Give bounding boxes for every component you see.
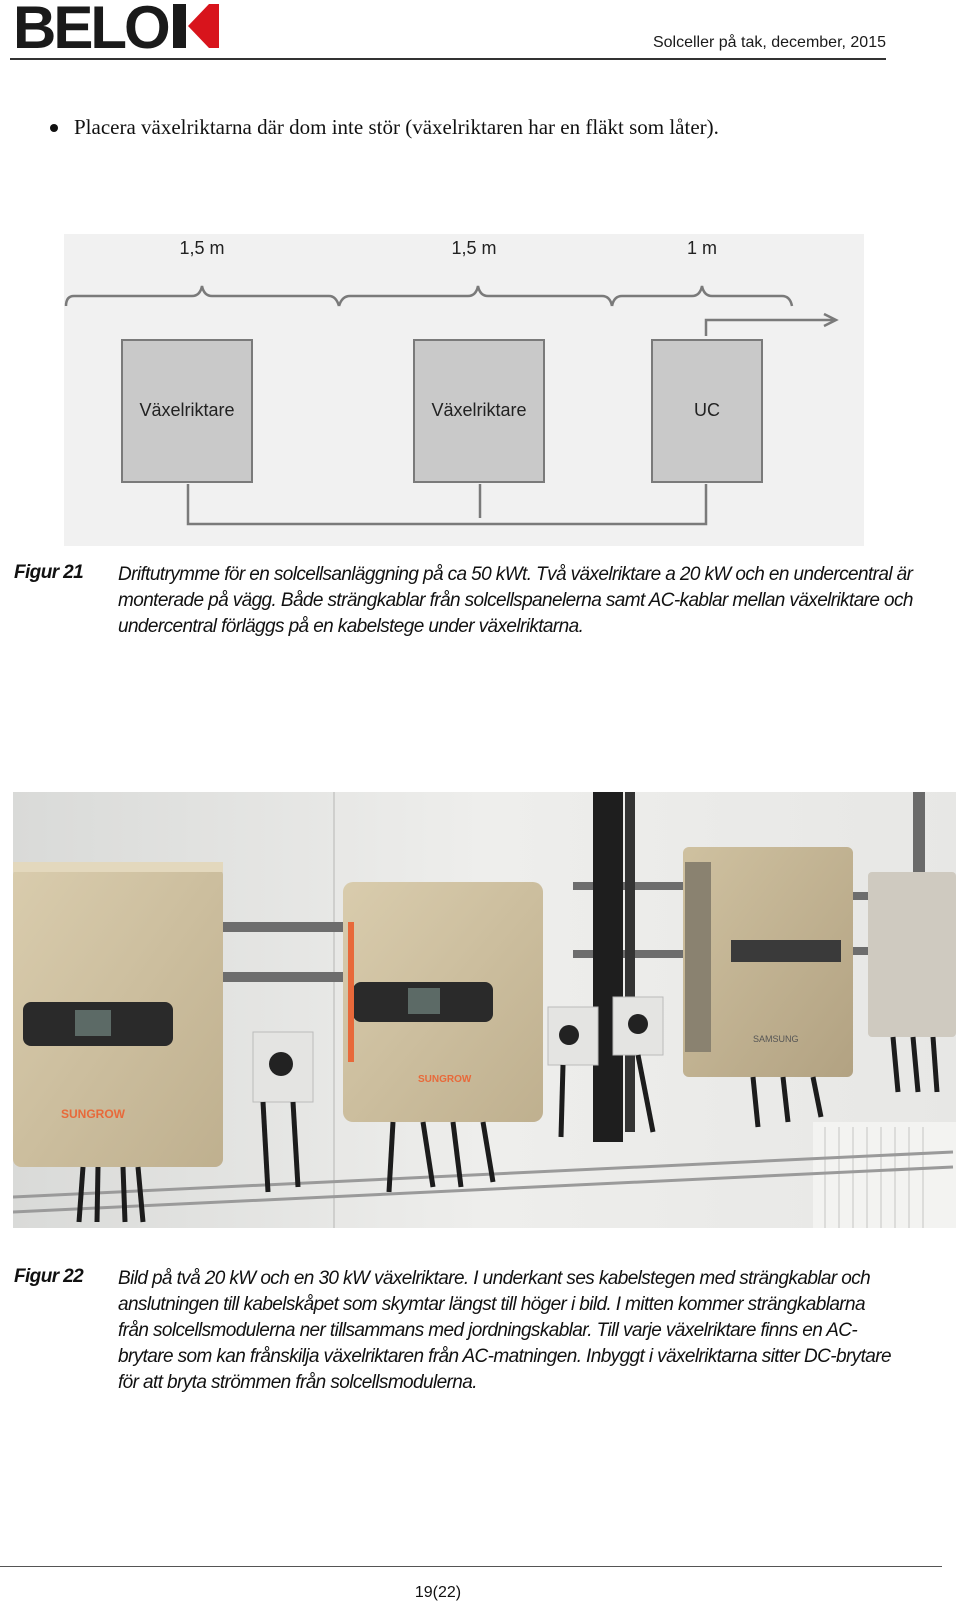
bullet-dot-icon — [50, 124, 58, 132]
box-label-3: UC — [694, 400, 720, 420]
distance-label-1: 1,5 m — [179, 238, 224, 258]
figure-22-label: Figur 22 — [14, 1266, 84, 1287]
belok-logo: BELO — [13, 0, 219, 54]
page-header: BELO Solceller på tak, december, 2015 — [10, 0, 886, 60]
inverter-box-1 — [121, 339, 253, 483]
footer-divider — [0, 1566, 942, 1567]
document-title: Solceller på tak, december, 2015 — [652, 34, 886, 51]
box-label-2: Växelriktare — [431, 400, 526, 420]
figure-22-text: Bild på två 20 kW och en 30 kW växelrikt… — [118, 1268, 892, 1393]
photo-brand-2: SUNGROW — [418, 1074, 472, 1085]
wall-layout-diagram: 1,5 m 1,5 m 1 m Växelriktare Växelriktar… — [64, 234, 864, 546]
distance-label-2: 1,5 m — [451, 238, 496, 258]
photo-brand-3: SAMSUNG — [753, 1034, 799, 1044]
box-label-1: Växelriktare — [139, 400, 234, 420]
header-divider — [10, 58, 886, 60]
distance-label-3: 1 m — [687, 238, 717, 258]
svg-text:BELO: BELO — [13, 0, 169, 54]
uc-box — [651, 339, 763, 483]
inverter-wall-photo: SUNGROW SUNGROW SAMSUNG — [13, 792, 956, 1228]
page-number: 19(22) — [414, 1584, 462, 1601]
figure-21-text: Driftutrymme för en solcellsanläggning p… — [118, 564, 913, 637]
bullet-text: Placera växelriktarna där dom inte stör … — [74, 115, 719, 139]
inverter-box-2 — [413, 339, 545, 483]
photo-brand-1: SUNGROW — [61, 1107, 126, 1121]
figure-21-label: Figur 21 — [14, 562, 84, 583]
